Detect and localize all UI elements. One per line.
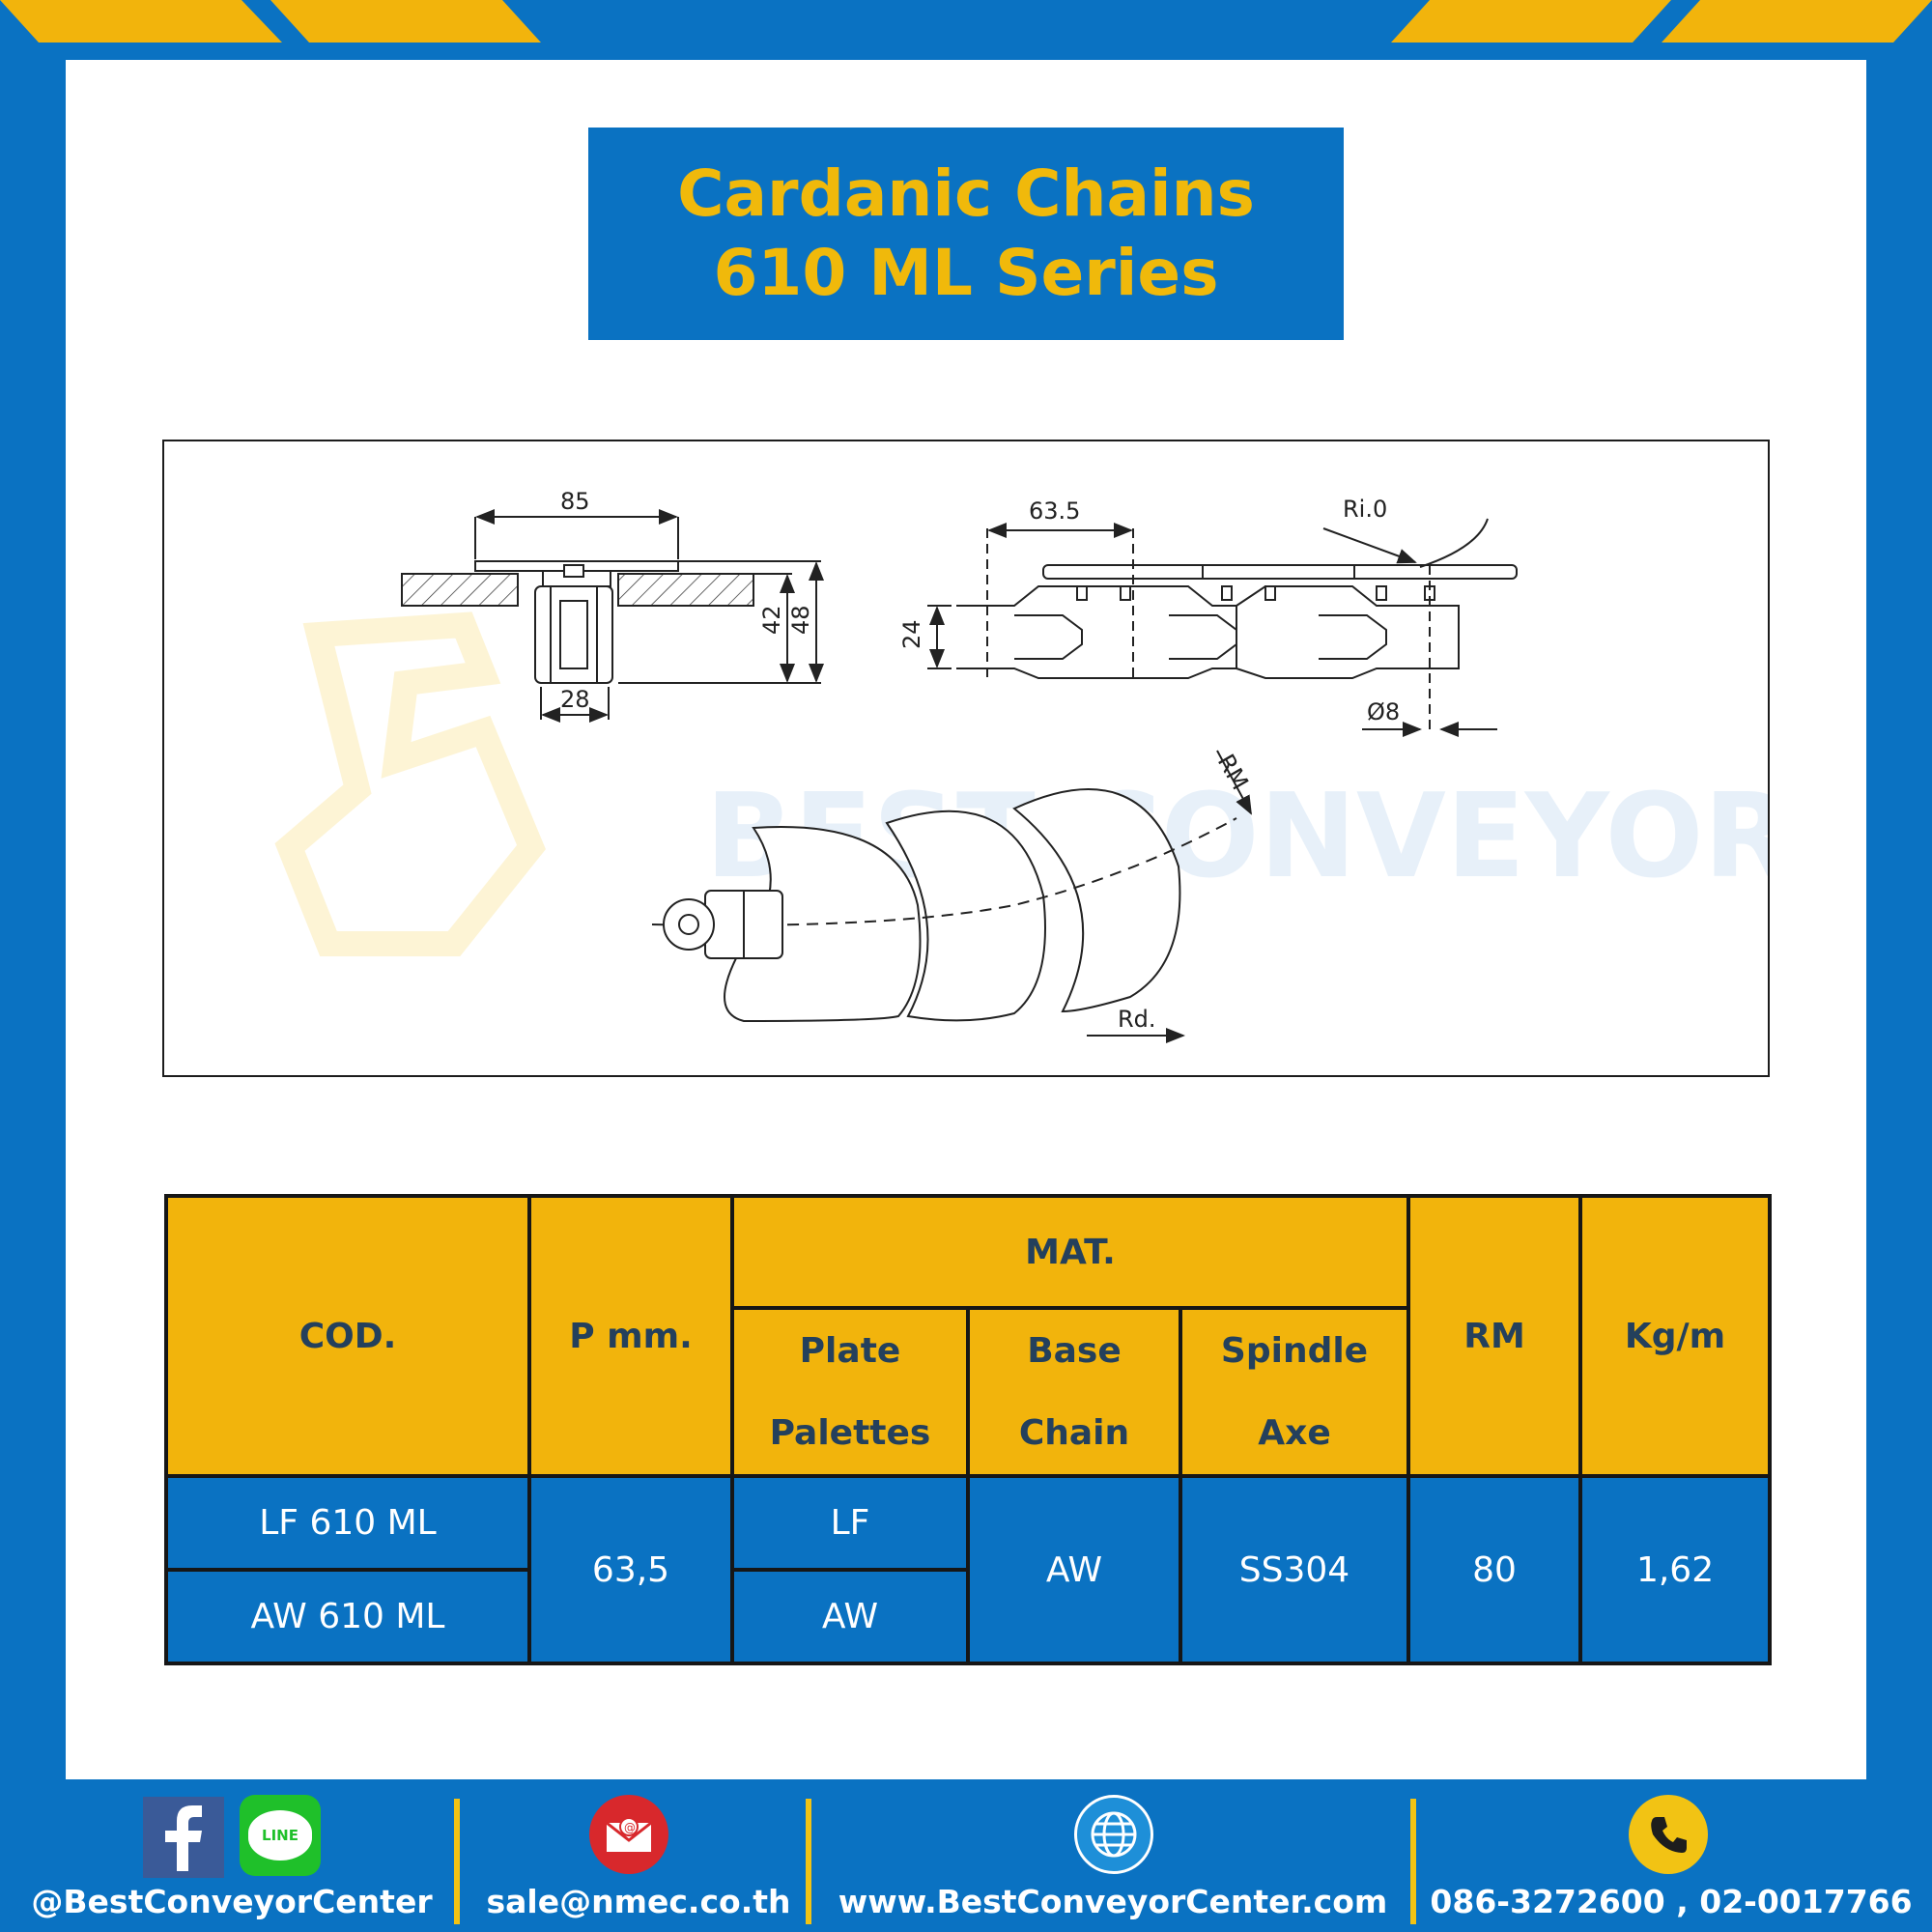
page-title: Cardanic Chains xyxy=(677,156,1255,231)
header-base-line2: Chain xyxy=(1018,1412,1130,1453)
footer-social[interactable]: LINE @BestConveyorCenter xyxy=(19,1779,444,1932)
cell-pitch: 63,5 xyxy=(527,1474,734,1665)
cell-spindle: SS304 xyxy=(1178,1474,1411,1665)
website-url[interactable]: www.BestConveyorCenter.com xyxy=(838,1883,1388,1920)
header-cod: COD. xyxy=(164,1194,531,1478)
dim-85: 85 xyxy=(560,488,590,515)
line-icon-text: LINE xyxy=(262,1827,298,1844)
dim-24: 24 xyxy=(898,619,925,649)
cell-plate: LF xyxy=(730,1474,970,1572)
technical-drawing: BEST CONVEYOR CENTER xyxy=(162,440,1770,1077)
cell-cod: AW 610 ML xyxy=(164,1568,531,1665)
footer-divider xyxy=(806,1799,811,1924)
cell-plate: AW xyxy=(730,1568,970,1665)
table-row: AW 610 ML AW xyxy=(164,1568,1770,1665)
header-mat: MAT. xyxy=(729,1194,1411,1310)
email-icon[interactable]: @ xyxy=(589,1795,668,1874)
dim-42: 42 xyxy=(758,605,785,635)
page-subtitle: 610 ML Series xyxy=(713,236,1219,310)
footer-divider xyxy=(1410,1799,1416,1924)
top-stripe-left xyxy=(0,0,541,43)
footer-social-handle: @BestConveyorCenter xyxy=(31,1883,433,1920)
email-address[interactable]: sale@nmec.co.th xyxy=(486,1883,791,1920)
globe-icon[interactable] xyxy=(1074,1795,1153,1874)
header-spindle-line1: Spindle xyxy=(1220,1330,1369,1371)
top-stripe-right xyxy=(1391,0,1932,43)
svg-text:@: @ xyxy=(624,1821,636,1834)
table-row: LF 610 ML 63,5 LF AW SS304 80 1,62 xyxy=(164,1474,1773,1665)
dim-63-5: 63.5 xyxy=(1029,497,1080,525)
header-plate-line1: Plate xyxy=(799,1330,901,1371)
title-banner: Cardanic Chains 610 ML Series xyxy=(588,128,1344,340)
dim-pin-diameter: Ø8 xyxy=(1367,698,1400,725)
facebook-icon[interactable] xyxy=(143,1797,224,1878)
chain-drawing-svg: BEST CONVEYOR CENTER xyxy=(274,488,1768,1043)
cell-base: AW xyxy=(966,1474,1182,1665)
watermark-logo xyxy=(274,611,546,956)
header-spindle-line2: Axe xyxy=(1258,1412,1331,1453)
cell-kgm: 1,62 xyxy=(1578,1474,1773,1665)
footer-divider xyxy=(454,1799,460,1924)
dim-ri0: Ri.0 xyxy=(1343,496,1387,523)
phone-icon[interactable] xyxy=(1629,1795,1708,1874)
header-rm: RM xyxy=(1406,1194,1583,1478)
footer-phone[interactable]: 086-3272600 , 02-0017766 xyxy=(1420,1779,1922,1932)
line-icon[interactable]: LINE xyxy=(240,1795,321,1876)
footer-website[interactable]: www.BestConveyorCenter.com xyxy=(813,1779,1412,1932)
header-pitch: P mm. xyxy=(527,1194,734,1478)
dim-28: 28 xyxy=(560,686,590,713)
cross-section-view xyxy=(401,509,824,723)
header-kgm: Kg/m xyxy=(1578,1194,1773,1478)
cell-cod: LF 610 ML xyxy=(164,1474,531,1572)
footer-email[interactable]: @ sale@nmec.co.th xyxy=(464,1779,813,1932)
phone-numbers[interactable]: 086-3272600 , 02-0017766 xyxy=(1430,1883,1913,1920)
header-plate-line2: Palettes xyxy=(769,1412,931,1453)
contact-footer: LINE @BestConveyorCenter @ sale@nmec.co.… xyxy=(0,1779,1932,1932)
side-view xyxy=(927,518,1518,737)
dim-48: 48 xyxy=(787,605,814,635)
header-base-line1: Base xyxy=(1027,1330,1122,1371)
top-view-plates xyxy=(651,750,1252,1043)
cell-rm: 80 xyxy=(1406,1474,1583,1665)
label-rd: Rd. xyxy=(1118,1006,1156,1033)
